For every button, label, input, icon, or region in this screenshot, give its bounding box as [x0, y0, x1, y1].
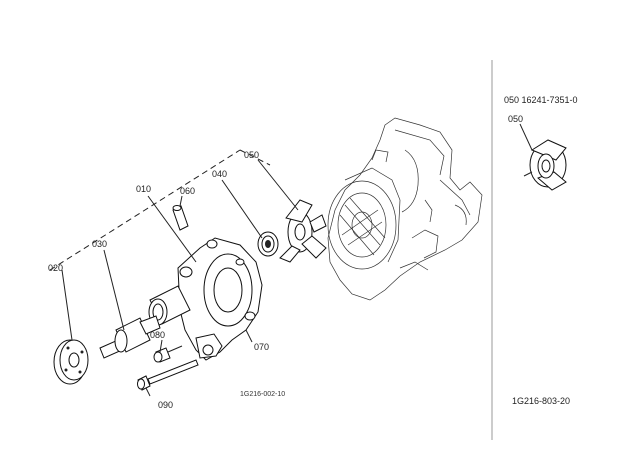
callout-090: 090 [158, 400, 173, 410]
dowel-pin [172, 205, 189, 231]
callout-010: 010 [136, 184, 151, 194]
callout-070: 070 [254, 342, 269, 352]
mechanical-seal [257, 231, 279, 257]
impeller [279, 199, 327, 263]
callout-030: 030 [92, 239, 107, 249]
callout-040: 040 [212, 169, 227, 179]
figure-code-main: 1G216-002-10 [240, 391, 285, 398]
pulley-flange [53, 339, 89, 385]
inset-impeller [523, 139, 567, 191]
engine-housing [327, 117, 483, 301]
shaft-bearing [99, 315, 161, 359]
callout-020: 020 [48, 263, 63, 273]
assembly-boundary [49, 149, 271, 271]
pump-body [148, 237, 263, 361]
callout-080: 080 [150, 330, 165, 340]
bolt-long [137, 359, 199, 391]
callout-060: 060 [180, 186, 195, 196]
callout-050: 050 [244, 150, 259, 160]
bolt-short [153, 345, 183, 363]
inset-header: 050 16241-7351-0 [504, 95, 578, 105]
leader-lines [61, 123, 533, 397]
figure-code-inset: 1G216-803-20 [512, 396, 570, 406]
inset-callout-050: 050 [508, 114, 523, 124]
